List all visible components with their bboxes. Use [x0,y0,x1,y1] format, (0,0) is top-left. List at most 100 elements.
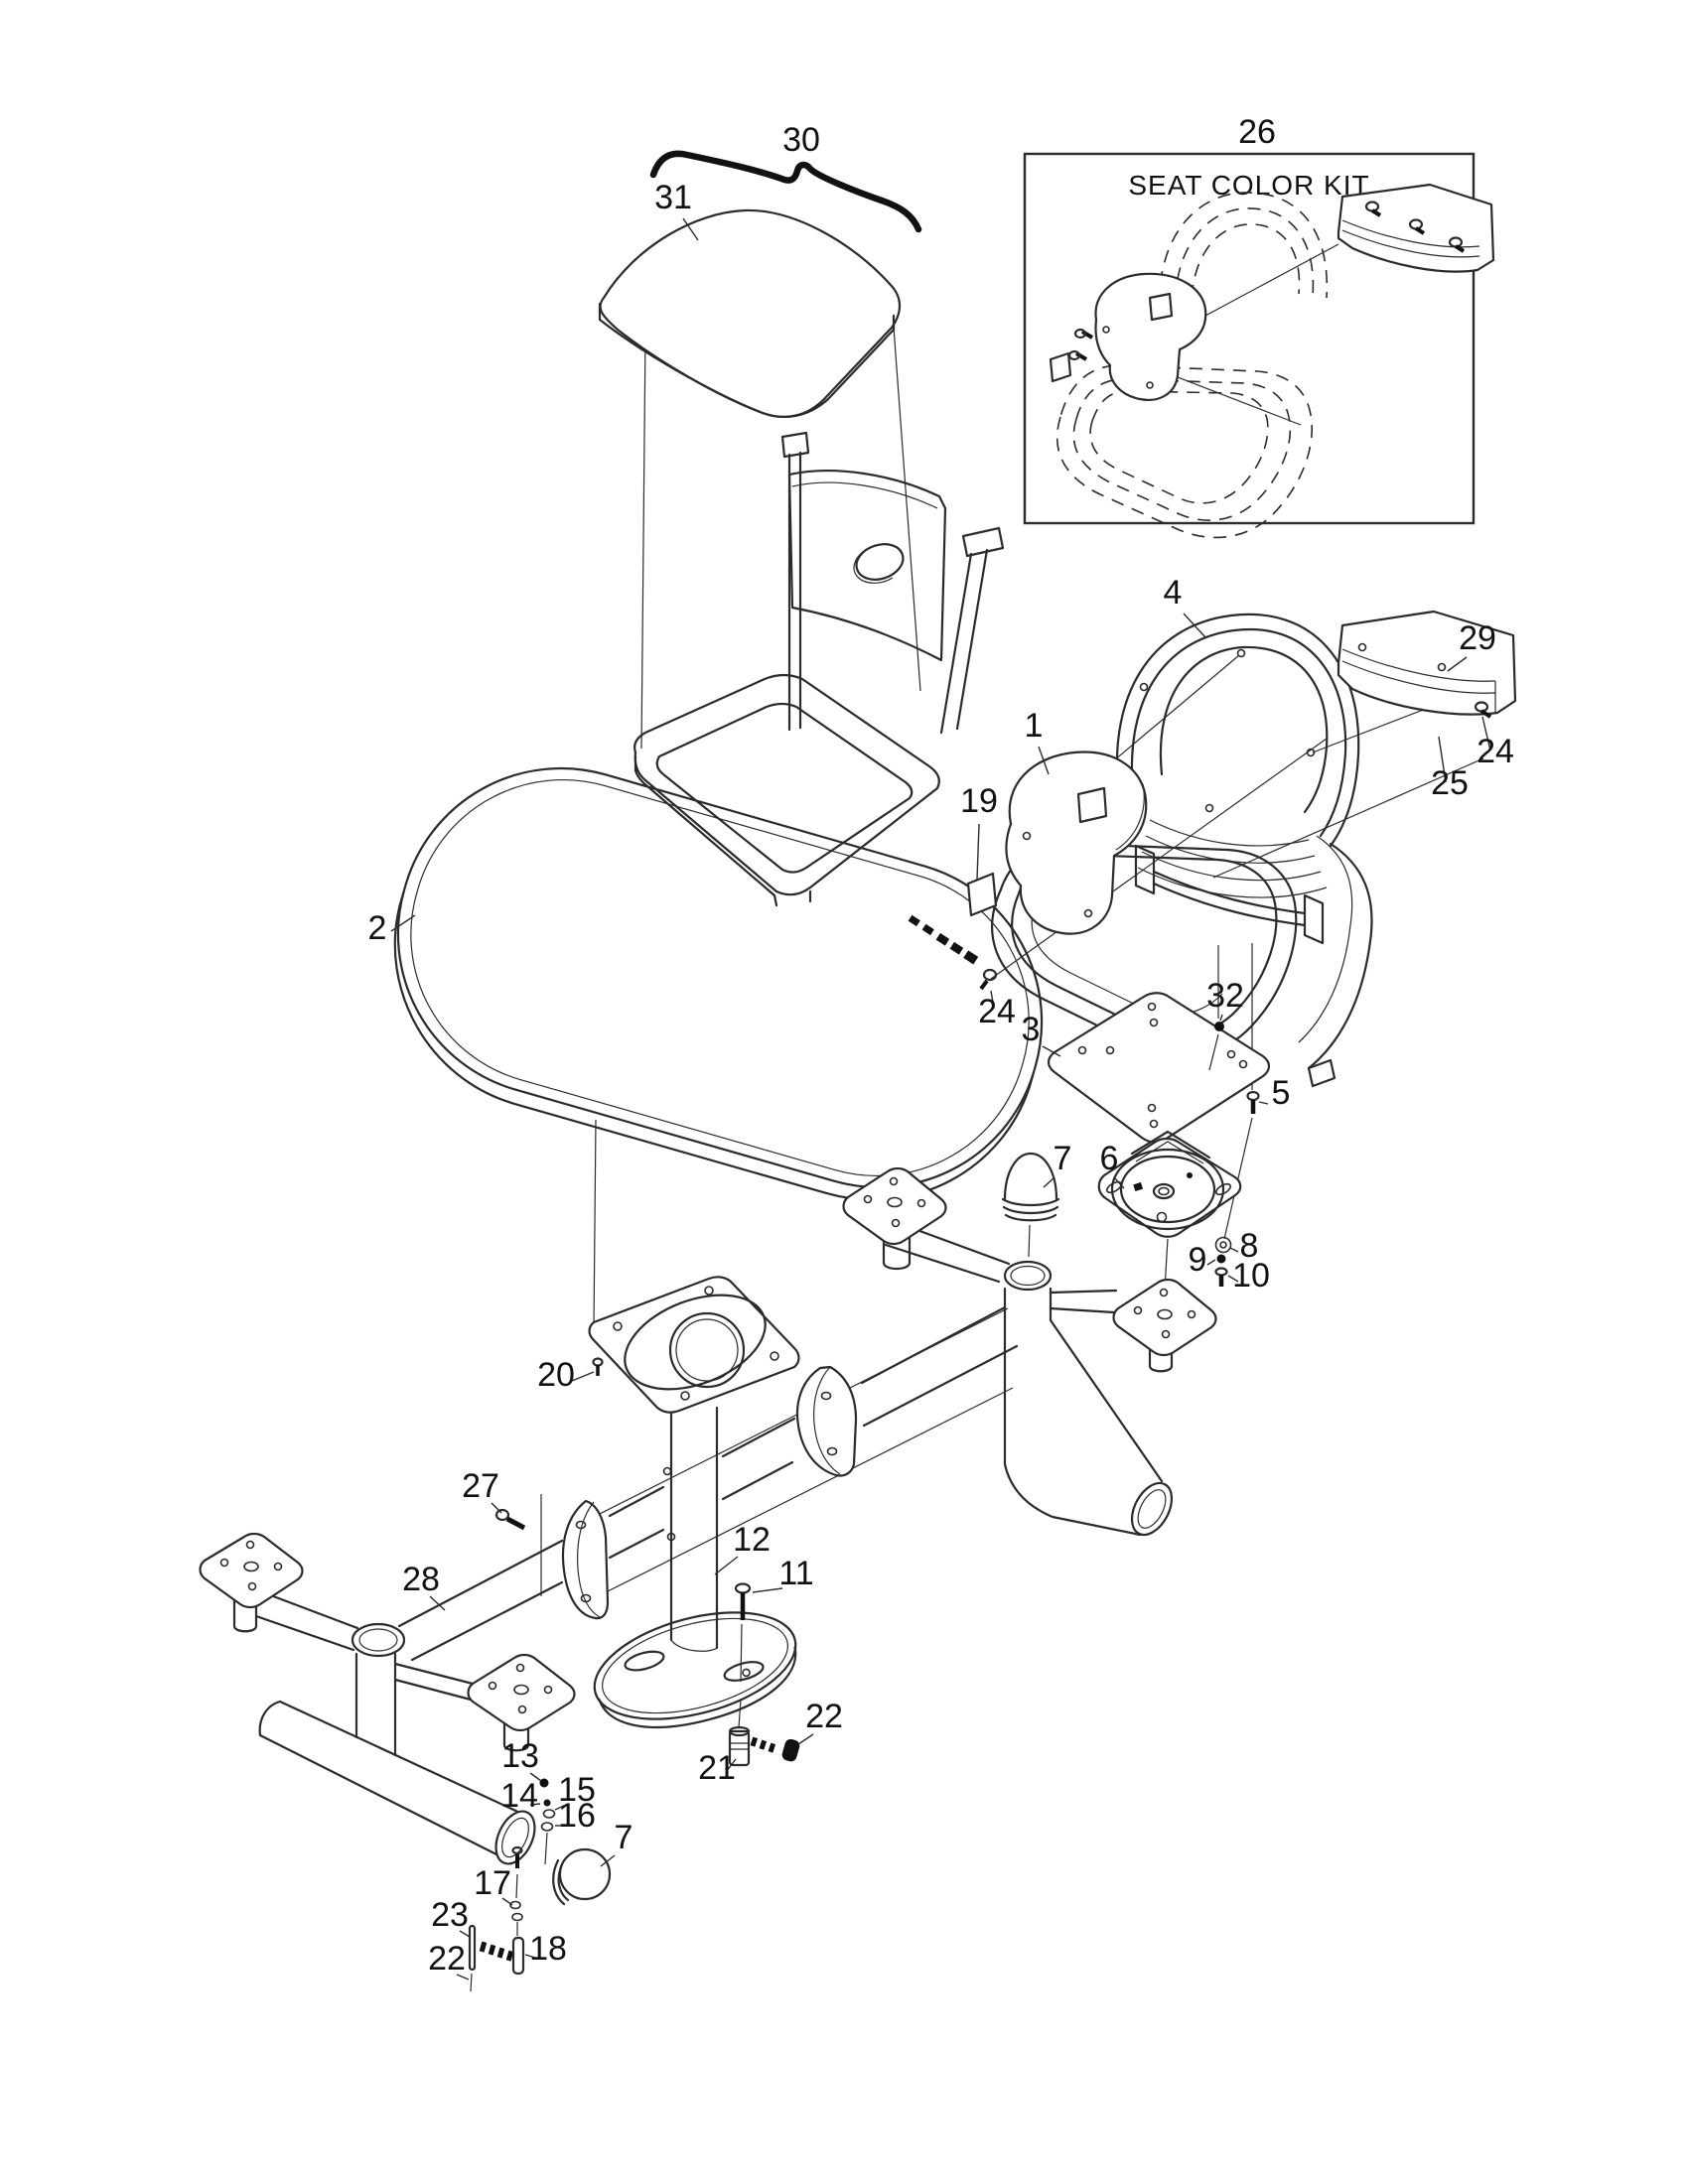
washer-plate-19 [966,872,998,917]
part-label-4: 4 [1164,574,1183,612]
seat-mount-plate [1047,943,1271,1240]
anchor-21 [728,1725,751,1767]
stool-assembly [598,150,1005,907]
label-leader-line [554,1804,567,1811]
stool-base-ring [633,673,940,896]
stool-seat-top [599,208,902,419]
label-leader-line [1113,1176,1125,1189]
part-label-24: 24 [978,993,1016,1030]
part-label-12: 12 [733,1521,771,1559]
screw-32 [1214,1022,1224,1031]
label-leader-line [501,1897,513,1906]
part-label-6: 6 [1100,1140,1119,1177]
dome-cap-7-lower [552,1847,612,1906]
label-leader-line [491,1502,502,1514]
table-top [393,766,1044,1331]
tube-open-end [494,1810,536,1865]
washer-16 [540,1822,554,1832]
part-label-22: 22 [428,1940,466,1978]
install-direction-arrow [908,914,979,965]
pin-23 [468,1924,477,1972]
saddle-clamp [795,1365,858,1477]
label-leader-line [390,914,416,932]
kit-border [1023,152,1476,525]
kit-washer-plate [1049,351,1072,383]
part-label-8: 8 [1240,1227,1259,1265]
seat-color-kit-box: SEAT COLOR KIT [1023,152,1495,539]
label-leader-line [990,990,995,1010]
kit-title: SEAT COLOR KIT [1128,170,1369,201]
column-top-plate [588,1276,800,1414]
part-label-23: 23 [431,1896,469,1934]
label-leader-line [571,1371,595,1382]
pedestal-column [494,1276,800,1767]
part-label-5: 5 [1272,1074,1291,1112]
lower-frame-assembly [199,1532,612,1992]
screw-27 [494,1508,510,1522]
label-leader-line [725,1758,737,1773]
part-label-26: 26 [1238,113,1276,151]
label-leader-line [1183,613,1206,638]
washer-8 [1214,1236,1232,1254]
seat-backrest [1115,613,1360,848]
screw-24-left [982,968,998,982]
label-leader-line [529,1803,541,1806]
part-label-25: 25 [1431,764,1469,802]
part-label-28: 28 [402,1561,440,1598]
kit-front-panel [1094,272,1207,401]
label-leader-line [1447,656,1468,672]
part-label-21: 21 [698,1749,736,1787]
column-base-plate [593,1611,797,1720]
part-label-18: 18 [529,1930,567,1968]
grab-hole [855,543,905,581]
washer-17a [509,1900,521,1910]
cap-22 [781,1738,800,1762]
label-leader-line [752,1587,783,1593]
label-leader-line [429,1595,446,1611]
nut-13 [539,1778,549,1788]
seat-assembly [908,610,1517,1088]
part-label-16: 16 [558,1797,596,1835]
swivel-assembly [1001,1130,1242,1307]
label-leader-line [797,1733,814,1745]
part-label-27: 27 [462,1467,499,1505]
upper-frame-assembly [397,1166,1217,1662]
brace-30 [649,150,922,233]
part-label-2: 2 [368,909,387,947]
washer-15 [542,1809,556,1819]
label-leader-line [1258,1101,1269,1105]
nut-9 [1216,1254,1226,1264]
part-label-29: 29 [1459,619,1496,657]
label-leader-line [682,217,699,241]
label-leader-line [1043,1176,1055,1188]
washer-14 [543,1799,551,1807]
label-leader-line [529,1772,542,1782]
part-label-22: 22 [805,1698,843,1735]
part-label-13: 13 [501,1737,539,1775]
label-leader-line [714,1556,739,1575]
label-leader-line [1038,746,1050,775]
part-label-10: 10 [1232,1257,1270,1295]
label-leader-line [1219,1014,1223,1022]
pin-18 [511,1936,525,1976]
part-label-1: 1 [1025,707,1044,745]
label-leader-line [600,1854,616,1867]
stool-back-panel [787,470,947,662]
label-leader-line [976,823,980,881]
label-leader-line [1206,1259,1216,1266]
seat-front-panel [1005,751,1148,935]
part-label-9: 9 [1189,1241,1207,1279]
part-label-17: 17 [474,1864,511,1902]
part-label-31: 31 [654,179,692,216]
part-label-3: 3 [1022,1011,1041,1048]
part-label-24: 24 [1477,733,1514,770]
part-label-30: 30 [782,121,820,159]
install-arrow-22-left [479,1941,514,1962]
mount-plate [1112,1278,1217,1357]
part-label-20: 20 [537,1356,575,1394]
label-leader-line [1042,1045,1061,1057]
part-label-11: 11 [778,1555,813,1592]
